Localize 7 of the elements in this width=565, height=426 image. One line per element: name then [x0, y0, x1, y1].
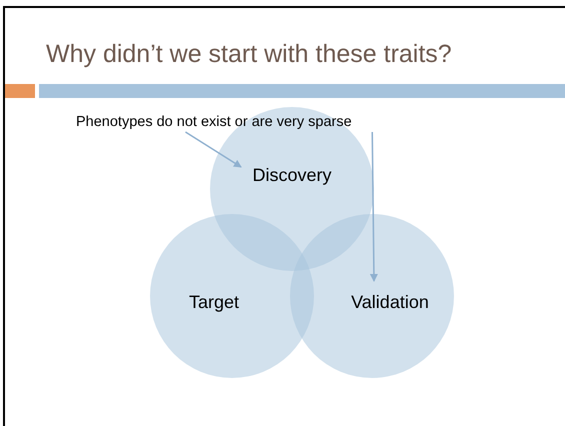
note-text: Phenotypes do not exist or are very sparse — [76, 114, 352, 130]
title: Why didn’t we start with these traits? — [46, 39, 452, 70]
circle-label: Validation — [351, 290, 429, 314]
arrow — [185, 131, 242, 168]
arrow — [370, 132, 378, 282]
circle-label: Target — [188, 290, 240, 314]
circle-label: Discovery — [252, 164, 332, 187]
